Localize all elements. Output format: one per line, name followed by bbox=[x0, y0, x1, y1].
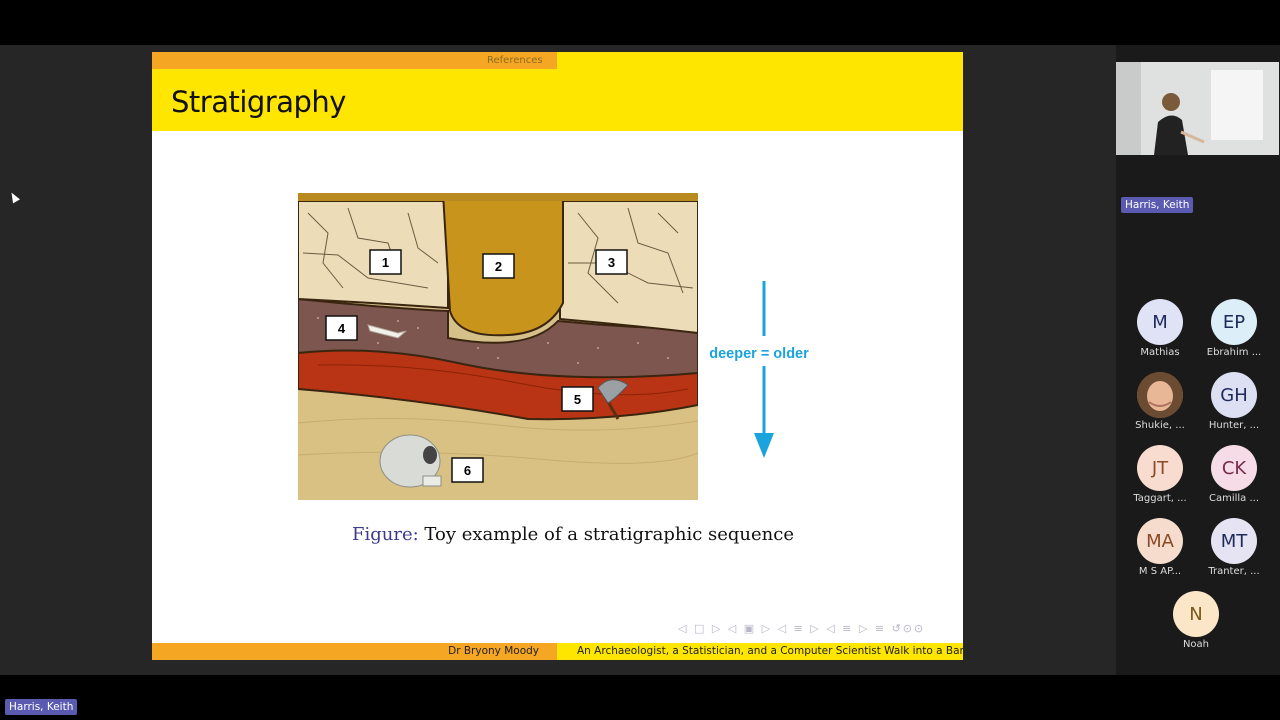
self-view-name-tag: Harris, Keith bbox=[5, 699, 78, 715]
participant-tile[interactable]: CK Camilla ... bbox=[1199, 445, 1269, 504]
avatar: GH bbox=[1211, 372, 1257, 418]
deeper-older-arrow: deeper = older bbox=[709, 281, 809, 458]
participant-tile[interactable]: N Noah bbox=[1161, 591, 1231, 650]
figure-label-5: 5 bbox=[574, 392, 581, 407]
avatar: CK bbox=[1211, 445, 1257, 491]
slide-header-orange bbox=[152, 52, 557, 69]
participant-tile[interactable]: GH Hunter, ... bbox=[1199, 372, 1269, 431]
figure-label-3: 3 bbox=[608, 255, 615, 270]
participant-name: Tranter, ... bbox=[1208, 566, 1260, 577]
slide-footer: Dr Bryony Moody An Archaeologist, a Stat… bbox=[152, 643, 963, 660]
footer-title: An Archaeologist, a Statistician, and a … bbox=[557, 643, 963, 660]
participant-name: Noah bbox=[1182, 639, 1210, 650]
avatar: MT bbox=[1211, 518, 1257, 564]
participant-tile[interactable]: MT Tranter, ... bbox=[1199, 518, 1269, 577]
slide-title: Stratigraphy bbox=[171, 85, 346, 119]
participant-tile[interactable]: EP Ebrahim ... bbox=[1199, 299, 1269, 358]
figure-caption: Figure: Toy example of a stratigraphic s… bbox=[352, 524, 794, 545]
participant-name: Camilla ... bbox=[1208, 493, 1260, 504]
top-bar bbox=[0, 0, 1280, 45]
participant-name: Shukie, ... bbox=[1135, 420, 1185, 431]
participant-tile[interactable]: Shukie, ... bbox=[1125, 372, 1195, 431]
participant-name: Hunter, ... bbox=[1208, 420, 1260, 431]
participant-tile[interactable]: MA M S AP... bbox=[1125, 518, 1195, 577]
figure-label-6: 6 bbox=[464, 463, 471, 478]
bottom-bar bbox=[0, 675, 1280, 720]
participant-name: Mathias bbox=[1140, 347, 1180, 358]
avatar-photo bbox=[1137, 372, 1183, 418]
participant-name: Ebrahim ... bbox=[1206, 347, 1262, 358]
beamer-navigation-icons[interactable]: ◁ □ ▷ ◁ ▣ ▷ ◁ ≡ ▷ ◁ ≡ ▷ ≡ ↺⊙⊙ bbox=[678, 622, 926, 635]
avatar: JT bbox=[1137, 445, 1183, 491]
stratigraphy-figure: 1 2 3 4 5 6 bbox=[298, 193, 698, 500]
section-label: References bbox=[487, 55, 543, 66]
caption-text: Toy example of a stratigraphic sequence bbox=[424, 524, 795, 545]
avatar: EP bbox=[1211, 299, 1257, 345]
figure-label-4: 4 bbox=[338, 321, 346, 336]
presentation-slide: References Stratigraphy bbox=[152, 52, 963, 660]
slide-title-bar bbox=[152, 69, 963, 131]
speaker-video-image bbox=[1116, 62, 1279, 155]
avatar: M bbox=[1137, 299, 1183, 345]
figure-label-1: 1 bbox=[382, 255, 389, 270]
participant-name: M S AP... bbox=[1138, 566, 1182, 577]
arrow-label: deeper = older bbox=[709, 346, 809, 362]
speaker-name-tag: Harris, Keith bbox=[1121, 197, 1194, 213]
avatar: N bbox=[1173, 591, 1219, 637]
caption-label: Figure: bbox=[352, 524, 419, 545]
participant-tile[interactable]: JT Taggart, ... bbox=[1125, 445, 1195, 504]
participant-tile[interactable]: M Mathias bbox=[1125, 299, 1195, 358]
figure-label-2: 2 bbox=[495, 259, 502, 274]
participant-name: Taggart, ... bbox=[1133, 493, 1187, 504]
avatar: MA bbox=[1137, 518, 1183, 564]
footer-author: Dr Bryony Moody bbox=[152, 643, 557, 660]
speaker-video-tile[interactable] bbox=[1116, 62, 1279, 155]
